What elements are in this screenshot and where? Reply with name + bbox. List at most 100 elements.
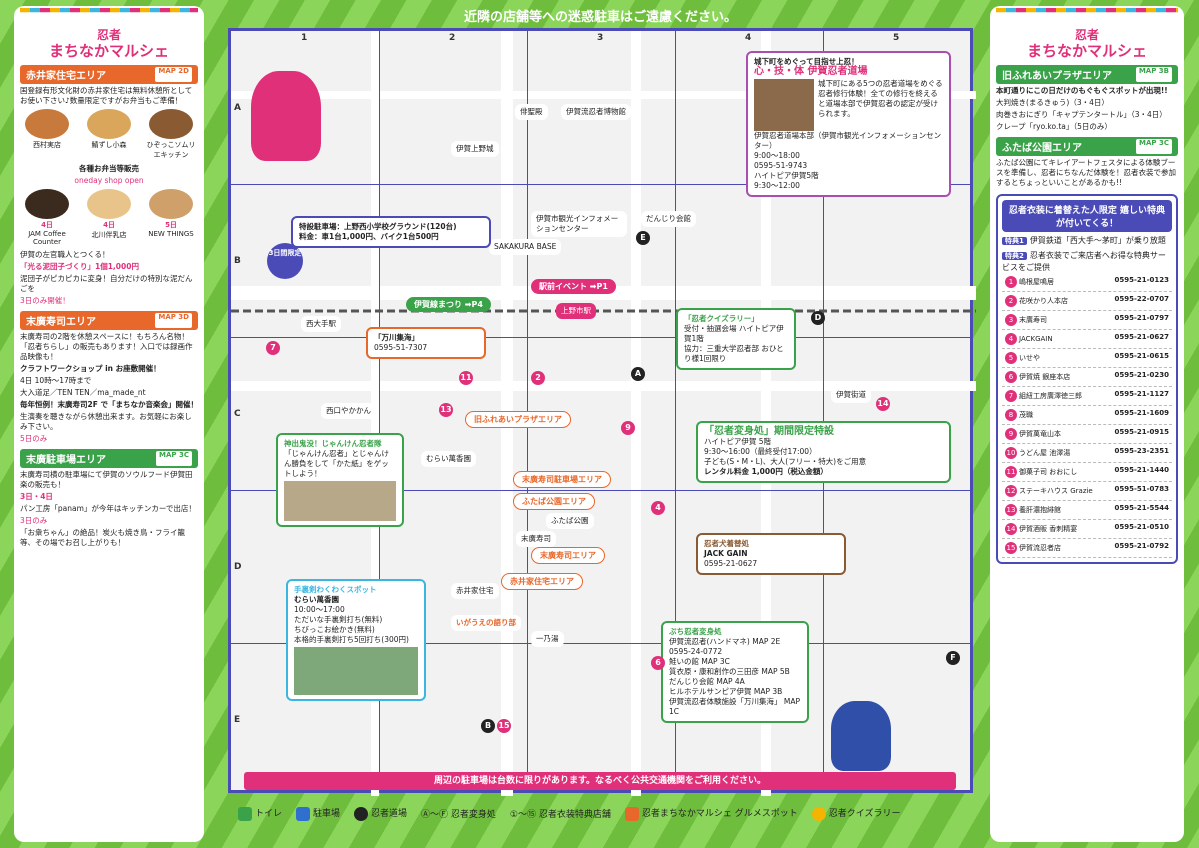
grid-line	[823, 31, 824, 790]
puchi-shop: 鮭いの館 MAP 3C	[669, 657, 730, 666]
map-marker[interactable]: A	[631, 367, 645, 381]
iga-line-pill[interactable]: 伊賀線まつり ➡P4	[406, 297, 491, 312]
quiz-rally-card: 「忍者クイズラリー」 受付・抽選会場 ハイトピア伊賀1階 協力：三重大学忍者部 …	[676, 308, 796, 370]
parking-fee: 料金：車1台1,000円、バイク1台500円	[299, 232, 439, 241]
map-marker[interactable]: 7	[266, 341, 280, 355]
legend-item: ①～⑮ 忍者衣装特典店舗	[509, 809, 611, 820]
murai-label: むらい萬香園	[421, 451, 476, 467]
music-title: 毎年恒例！末廣寿司2F で「まちなか音楽会」開催！	[20, 400, 198, 409]
futaba-park-label: ふたば公園	[546, 513, 594, 529]
legend-item: 駐車場	[296, 806, 340, 821]
road-horizontal	[231, 91, 976, 99]
fureai-item: 大判焼き(まるきゅう)（3・4日）	[996, 98, 1109, 107]
akai-house-label: 赤井家住宅	[451, 583, 499, 599]
road-vertical	[631, 31, 641, 796]
jack-tel: 0595-21-0627	[704, 559, 758, 568]
shuriken-card: 手裏剣わくわくスポット むらい萬香園 10:00～17:00 ただいな手裏剣打ち…	[286, 579, 426, 701]
henshin-fee: 子ども(S・M・L)、大人(フリー・特大)をご用意	[704, 457, 867, 466]
map-marker[interactable]: 11	[459, 371, 473, 385]
parking-info-card: 特設駐車場：上野西小学校グラウンド(120台) 料金：車1台1,000円、バイク…	[291, 216, 491, 248]
town-map[interactable]: 1 2 3 4 5 A B C D E 俳聖殿 伊賀流忍者博物館 伊賀上野城 伊…	[228, 28, 976, 796]
gourmet-icon	[624, 806, 639, 821]
nishiguchi-label: 西口やかかん	[321, 403, 376, 419]
bento-title: 各種お弁当等販売	[79, 164, 139, 173]
bunting-decoration	[20, 8, 198, 13]
mangyo-card: 「万川集海」 0595-51-7307	[366, 327, 486, 359]
suehiro-area-pill[interactable]: 末廣寿司エリア	[531, 547, 605, 564]
futaba-area-pill[interactable]: ふたば公園エリア	[513, 493, 595, 510]
puchi-title: ぷち忍者変身処	[669, 627, 722, 636]
station-event-pill[interactable]: 駅前イベント ➡P1	[531, 279, 616, 294]
map-marker[interactable]: 13	[439, 403, 453, 417]
legend-item: 忍者まちなかマルシェ グルメスポット	[624, 806, 798, 821]
right-title-line2: まちなかマルシェ	[1026, 42, 1147, 60]
map-marker[interactable]: 14	[876, 397, 890, 411]
janken-title: 神出鬼没！じゃんけん忍者隊	[284, 439, 382, 448]
akai-shop: 鯖ずし小森	[82, 109, 136, 160]
fureai-area-pill[interactable]: 旧ふれあいプラザエリア	[465, 411, 571, 428]
futaba-area-header: ふたば公園エリア MAP 3C	[996, 137, 1178, 156]
shuriken-item: ただいな手裏剣打ち(無料)	[294, 615, 383, 624]
map-legend: トイレ 駐車場 忍者道場 Ⓐ～Ⓕ 忍者変身処 ①～⑮ 忍者衣装特典店舗 忍者まち…	[228, 806, 973, 821]
grid-line	[231, 643, 970, 644]
map-marker[interactable]: 6	[651, 656, 665, 670]
doro-only: 3日のみ開催！	[20, 296, 70, 305]
food-photo	[87, 109, 131, 139]
puchi-shop: 質衣原・康和創作の三田彦 MAP 5B	[669, 667, 790, 676]
quiz-desc: 受付・抽選会場 ハイトピア伊賀1階	[684, 324, 784, 343]
jack-name: JACK GAIN	[704, 549, 748, 558]
left-title-line2: まちなかマルシェ	[48, 42, 169, 60]
janken-card: 神出鬼没！じゃんけん忍者隊 「じゃんけん忍者」とじゃんけん勝負をして「かた紙」を…	[276, 433, 404, 527]
map-marker[interactable]: B	[481, 719, 495, 733]
akai-area-name: 赤井家住宅エリア	[26, 71, 106, 82]
quiz-icon	[811, 806, 826, 821]
fureai-item: 肉巻きおにぎり「キャプテンタートル」（3・4日）	[996, 110, 1167, 119]
ocha-text: 「お衆ちゃん」の絶品！炭火も焼き鳥・フライ籠等、その場でお召し上がりも！	[20, 528, 185, 547]
akai-area-header: 赤井家住宅エリア MAP 2D	[20, 65, 198, 84]
akai-map-ref: MAP 2D	[155, 67, 192, 82]
quiz-title: 「忍者クイズラリー」	[684, 314, 759, 323]
map-marker[interactable]: 4	[651, 501, 665, 515]
shop-photo	[25, 189, 69, 219]
grid-col-label: 1	[301, 33, 308, 43]
futaba-desc: ふたば公園にてキレイアートフェスタによる体験ブースを準備し、忍者にちなんだ体験を…	[996, 158, 1176, 187]
map-marker[interactable]: 2	[531, 371, 545, 385]
ninja-dojo-icon	[354, 806, 369, 821]
shuriken-photo	[294, 647, 418, 695]
map-marker[interactable]: D	[811, 311, 825, 325]
grid-line	[231, 184, 970, 185]
map-marker[interactable]: E	[636, 231, 650, 245]
doro-intro: 伊賀の左官職人とつくる！	[20, 250, 110, 259]
fureai-desc: 本町通りにこの日だけのもぐもぐスポットが出現!!	[996, 86, 1168, 95]
akai-shops: 西村実店 鯖ずし小森 ひぞっこソムリエキッチン	[20, 109, 198, 160]
grid-line	[379, 31, 380, 790]
shuriken-item: 本格的手裏剣打ち5回打ち(300円)	[294, 635, 409, 644]
craft-who: 大入道足／TEN TEN／ma_made_nt	[20, 388, 146, 397]
parking-icon	[296, 806, 311, 821]
suehiro-sushi-label: 末廣寿司	[516, 531, 556, 547]
jack-title: 忍者犬着替処	[704, 539, 749, 548]
akai-area-pill[interactable]: 赤井家住宅エリア	[501, 573, 583, 590]
suehiro-area-header: 末廣寿司エリア MAP 3D	[20, 311, 198, 330]
grid-row-label: E	[234, 715, 241, 725]
henshin-time: 9:30～16:00（最終受付17:00）	[704, 447, 817, 456]
suehiro-parking-pill[interactable]: 末廣寿司駐車場エリア	[513, 471, 611, 488]
doro-desc: 泥団子がピカピカに変身！自分だけの特別な泥だんごを	[20, 274, 193, 293]
map-marker[interactable]: 15	[497, 719, 511, 733]
janken-desc: 「じゃんけん忍者」とじゃんけん勝負をして「かた紙」をゲットしよう！	[284, 449, 389, 478]
map-marker[interactable]: F	[946, 651, 960, 665]
tourist-center-label: 伊賀市観光インフォメーションセンター	[531, 211, 627, 237]
ninja-mascot-image	[251, 71, 321, 161]
map-marker[interactable]: 9	[621, 421, 635, 435]
uenoshi-station-label: 上野市駅	[556, 303, 596, 319]
ichinoyu-label: 一乃湯	[531, 631, 564, 647]
